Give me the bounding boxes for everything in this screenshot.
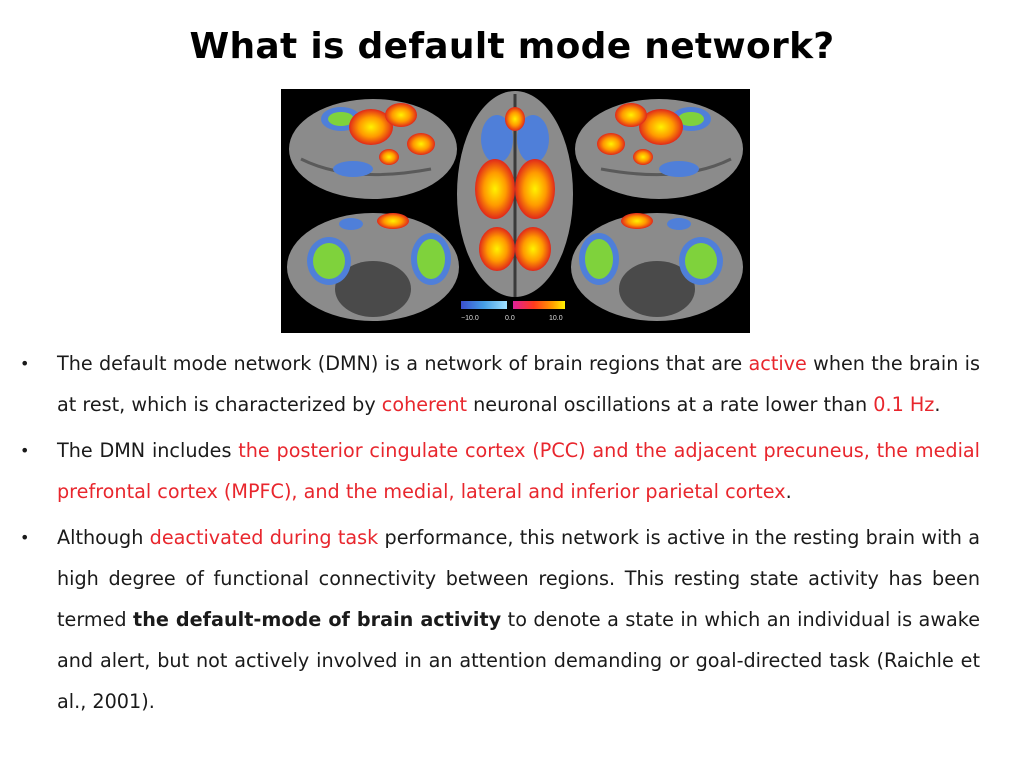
bullet-list: • The default mode network (DMN) is a ne… [20, 343, 980, 727]
right-lateral-hemisphere [575, 99, 743, 199]
colorbar-mid-label: 0.0 [505, 315, 515, 322]
bullet-item: • The DMN includes the posterior cingula… [20, 430, 980, 512]
text-segment: . [785, 480, 792, 503]
bullet-text-0: The default mode network (DMN) is a netw… [57, 352, 980, 416]
left-lateral-hemisphere [289, 99, 457, 199]
text-segment: when the brain is at rest, which is char… [57, 352, 980, 416]
bullet-text-2: Although deactivated during task perform… [57, 526, 980, 713]
text-segment: neuronal oscillations at a rate lower th… [467, 393, 874, 416]
brain-activation-figure: −10.0 0.0 10.0 [281, 89, 750, 333]
bold-segment: the default-mode of brain activity [133, 608, 502, 631]
slide-title: What is default mode network? [189, 26, 835, 67]
colorbar: −10.0 0.0 10.0 [461, 301, 565, 322]
text-segment: . [934, 393, 941, 416]
dorsal-view [457, 91, 573, 297]
bullet-dot-icon: • [20, 354, 30, 373]
highlight-segment: active [748, 352, 807, 375]
bullet-text-1: The DMN includes the posterior cingulate… [57, 439, 980, 503]
text-segment: Although [57, 526, 150, 549]
bullet-item: • The default mode network (DMN) is a ne… [20, 343, 980, 425]
colorbar-min-label: −10.0 [461, 315, 479, 322]
text-segment: performance, this network is active in t… [57, 526, 980, 631]
right-medial-hemisphere [571, 213, 743, 321]
bullet-dot-icon: • [20, 441, 30, 460]
text-segment: to denote a state in which an individual… [57, 608, 980, 713]
text-segment: The default mode network (DMN) is a netw… [57, 352, 749, 375]
highlight-segment: coherent [381, 393, 468, 416]
colorbar-max-label: 10.0 [549, 315, 563, 322]
text-segment: The DMN includes [57, 439, 239, 462]
left-medial-hemisphere [287, 213, 459, 321]
highlight-segment: the posterior cingulate cortex (PCC) and… [57, 439, 980, 503]
bullet-item: • Although deactivated during task perfo… [20, 517, 980, 722]
highlight-segment: 0.1 Hz [873, 393, 935, 416]
bullet-dot-icon: • [20, 528, 30, 547]
highlight-segment: deactivated during task [149, 526, 379, 549]
